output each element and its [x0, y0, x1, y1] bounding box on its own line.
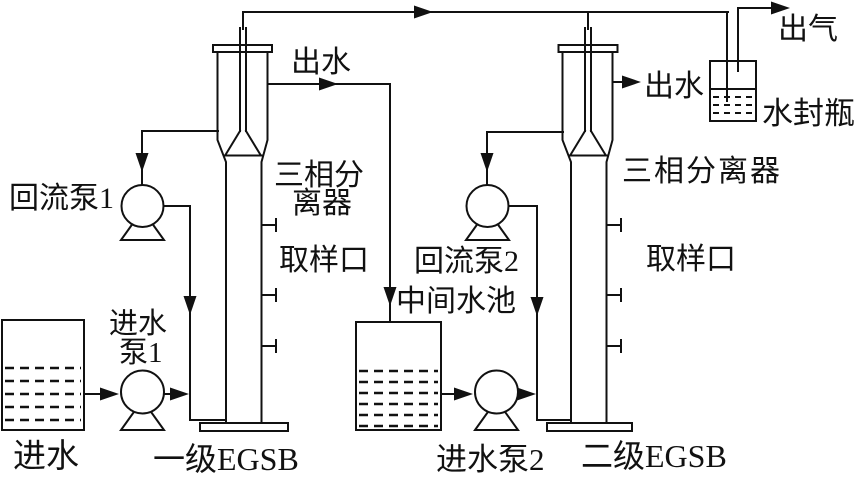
intermediate-tank-label: 中间水池	[396, 285, 516, 318]
feed-pump-2-label: 进水泵2	[436, 442, 545, 477]
feed-pump-1-label-line2: 泵1	[119, 337, 163, 369]
influent-tank	[1, 319, 85, 431]
reactor-2-label: 二级EGSB	[581, 438, 727, 474]
influent-label: 进水	[13, 438, 79, 475]
effluent-2-label: 出水	[644, 70, 704, 103]
reactor-1-base-plate	[199, 422, 289, 432]
intermediate-feed-system	[355, 321, 536, 431]
pump1-to-reactor1-arrow-icon	[170, 387, 189, 401]
effluent-1-down-arrow-icon	[383, 287, 397, 306]
feed-pump-1-label-line1: 进水	[109, 307, 167, 340]
reactor-2-base-plate	[546, 422, 633, 432]
water-seal-bottle-body	[709, 60, 757, 122]
effluent-1-arrow-icon	[319, 77, 338, 91]
reflux-loop-1	[119, 130, 227, 421]
reactor-1-separator-funnel-right	[244, 129, 262, 156]
reflux-pump-2-label: 回流泵2	[414, 245, 519, 278]
reactor-2-separator-funnel-left	[569, 129, 587, 156]
reflux-1-down-arrow-icon	[135, 153, 149, 172]
reactor-1	[199, 11, 289, 432]
diagram-labels: 出气 水封瓶 出水 出水 三相分 离器 三相分离器 取样口 取样口 回流泵1 回…	[9, 13, 855, 477]
reflux-loop-2	[464, 131, 572, 421]
effluent-line-1	[266, 77, 397, 322]
effluent-2-arrow-icon	[622, 75, 641, 89]
reactor-1-left-wall	[216, 51, 227, 424]
reactor-2-separator-funnel-right	[589, 129, 607, 156]
feed-pump-2-stand	[473, 398, 520, 431]
reactor-2-right-wall	[605, 51, 614, 424]
separator-2-label: 三相分离器	[622, 155, 782, 188]
reactor-1-separator-funnel-left	[224, 129, 242, 156]
water-seal-bottle-label: 水封瓶	[762, 96, 855, 131]
reactor-2-left-wall	[561, 51, 572, 424]
influent-feed-system	[1, 319, 189, 431]
feed-pump-1-stand	[119, 398, 166, 431]
reactor-2	[546, 11, 633, 432]
reflux-1-downcomer-arrow-icon	[183, 296, 197, 315]
tank1-to-pump1-arrow-icon	[100, 387, 119, 401]
separator-1-label-line1: 三相分	[274, 159, 364, 192]
feed-pump-2-body	[474, 369, 519, 415]
gas-header	[242, 5, 729, 19]
reactor-1-label: 一级EGSB	[153, 441, 299, 477]
effluent-1-label: 出水	[291, 46, 351, 79]
effluent-line-2	[611, 75, 641, 89]
gas-out-label: 出气	[778, 13, 838, 46]
reflux-pump-1-body	[120, 184, 165, 228]
water-seal-bottle	[709, 1, 790, 122]
sampling-port-1-label: 取样口	[279, 244, 369, 277]
gas-flow-arrow-icon	[414, 5, 433, 19]
sampling-port-2-label: 取样口	[646, 243, 736, 276]
reflux-2-down-arrow-icon	[480, 153, 494, 172]
tank2-to-pump2-arrow-icon	[454, 387, 473, 401]
gas-out-arrow-icon	[771, 1, 790, 15]
reactor-2-top-flange	[557, 44, 619, 53]
reflux-2-downcomer-arrow-icon	[530, 297, 544, 316]
reactor-1-top-flange	[212, 44, 273, 53]
reflux-pump-1-label: 回流泵1	[9, 182, 114, 215]
reactor-1-right-wall	[260, 51, 269, 424]
feed-pump-1-body	[120, 369, 165, 415]
separator-1-label-line2: 离器	[292, 187, 352, 220]
pump2-to-reactor2-arrow-icon	[517, 387, 536, 401]
reflux-pump-2-body	[465, 184, 510, 228]
intermediate-tank-body	[355, 321, 442, 431]
